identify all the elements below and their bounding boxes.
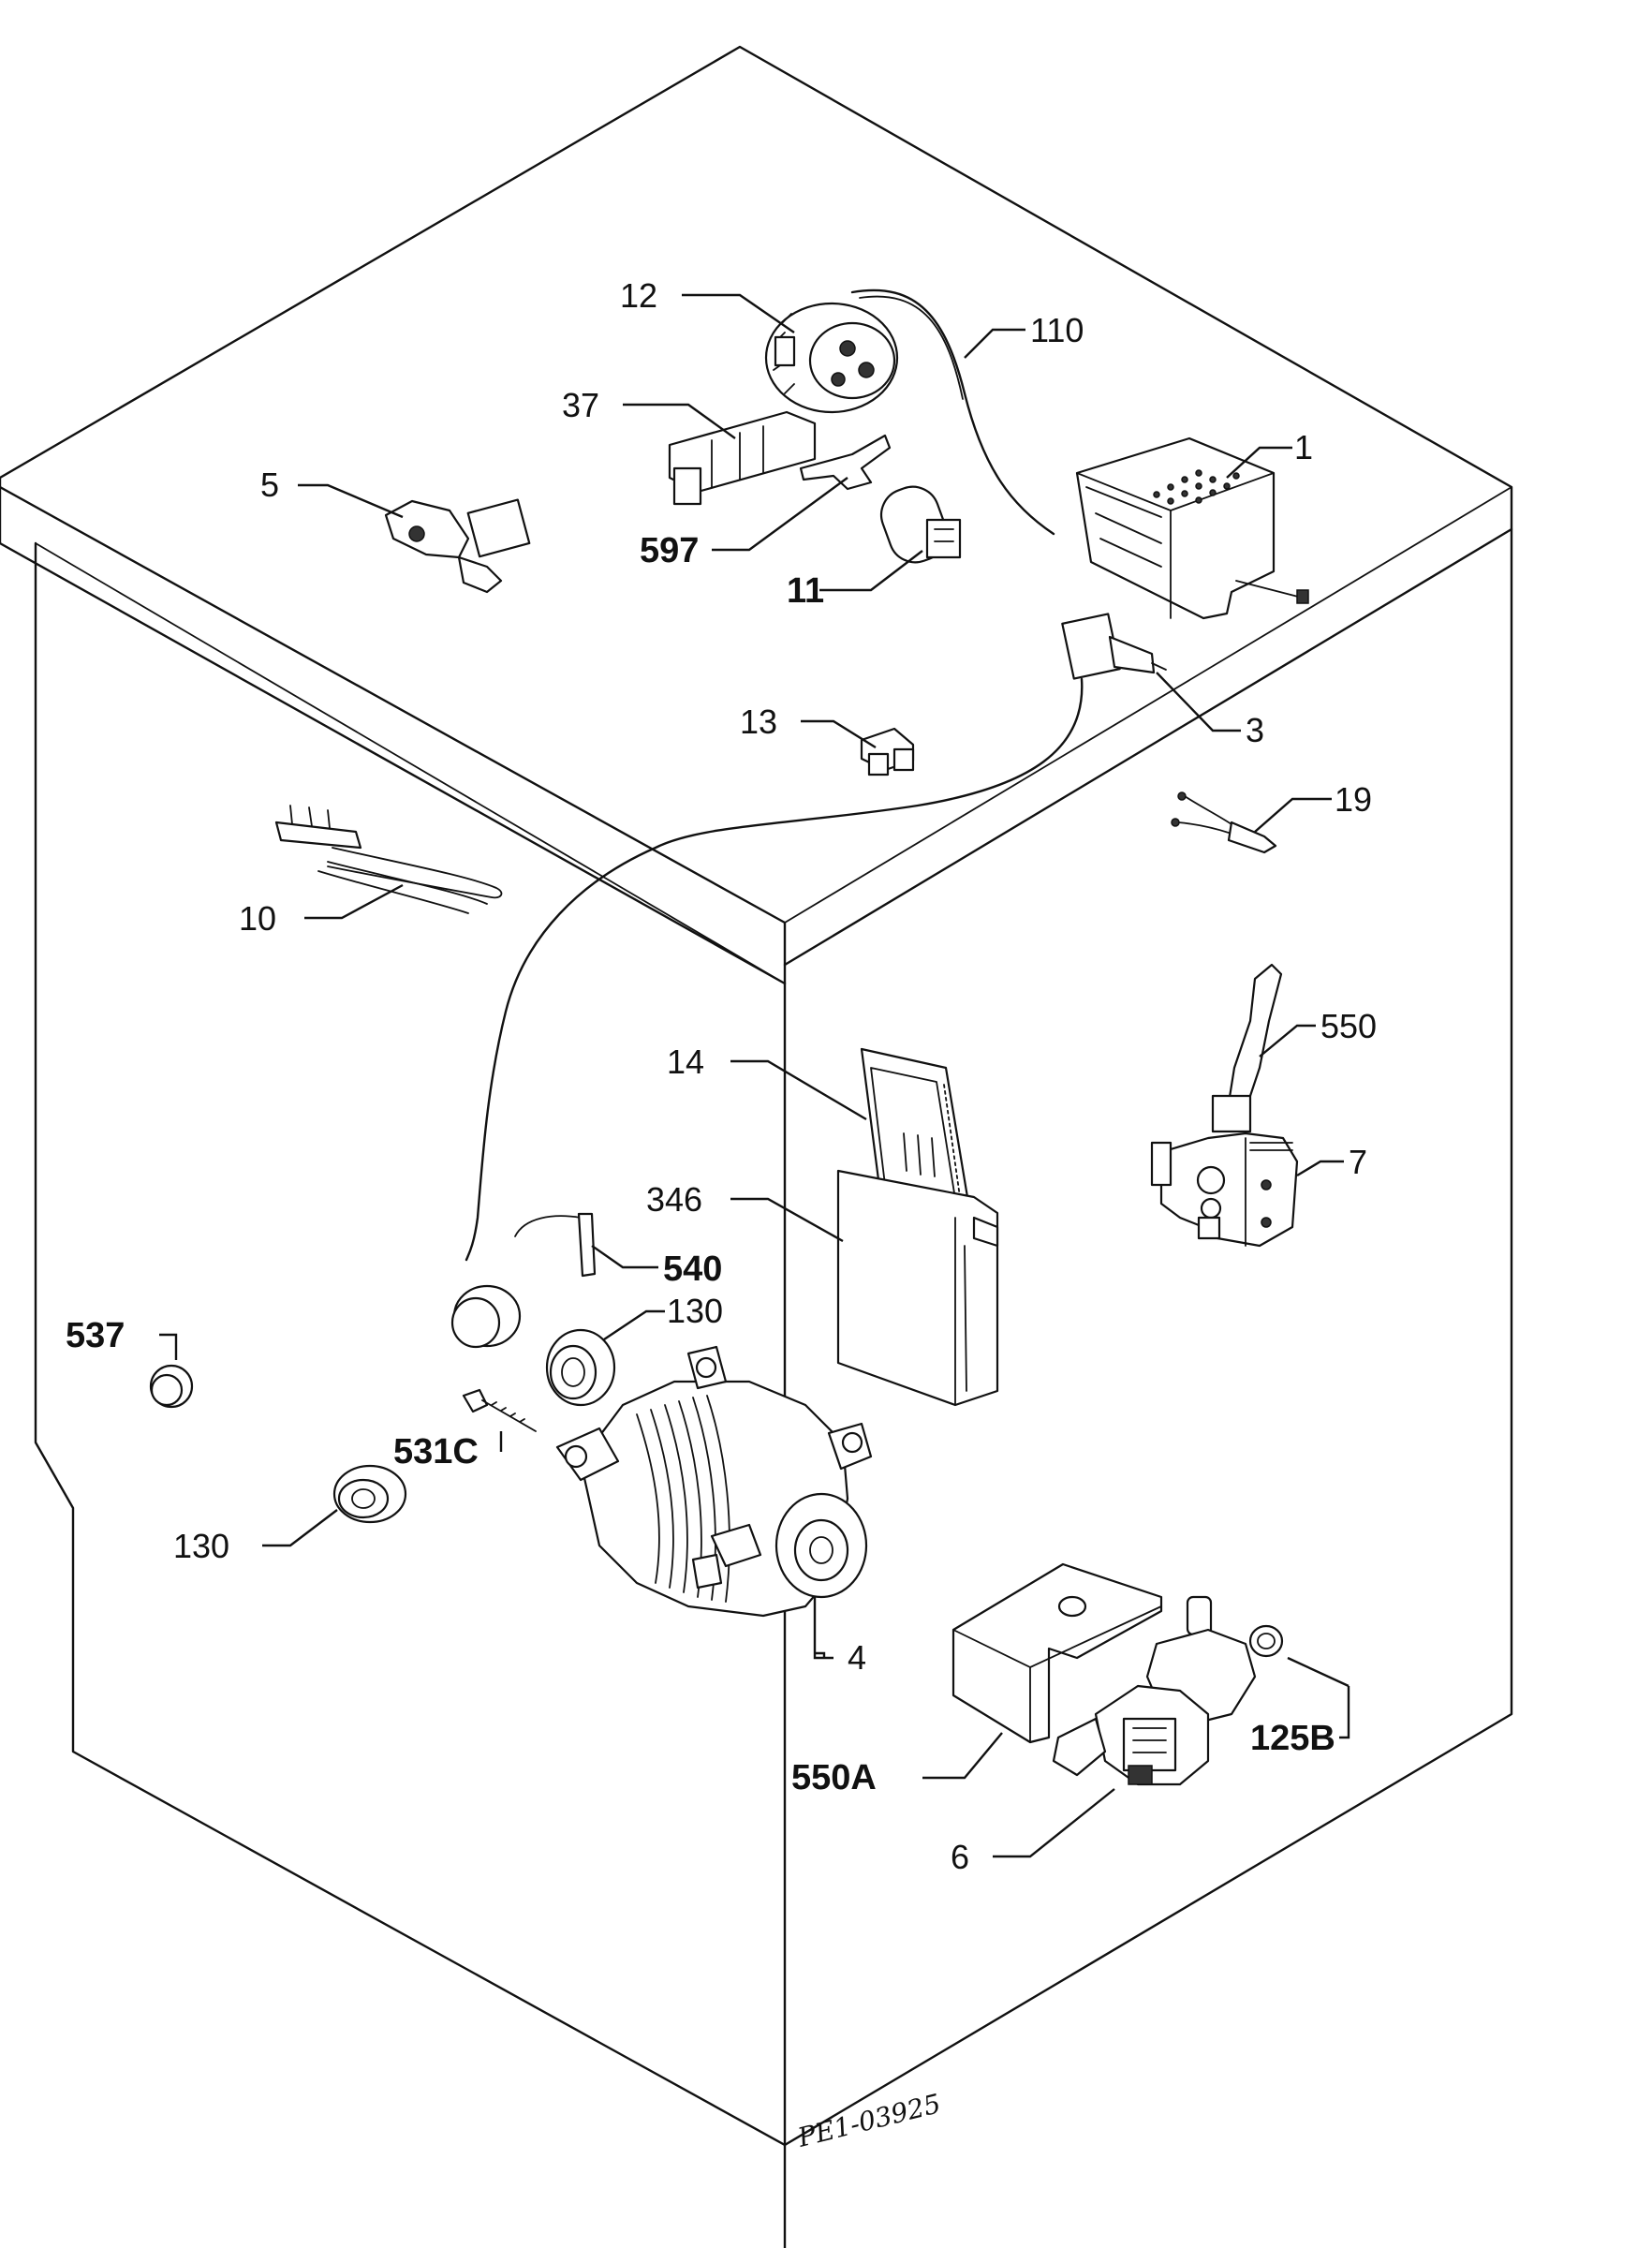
label-10: 10	[239, 899, 276, 938]
wiring-harness	[465, 677, 1084, 1262]
label-537: 537	[66, 1316, 125, 1355]
label-540: 540	[663, 1250, 722, 1289]
label-6: 6	[951, 1838, 969, 1876]
part-7-door-lock	[1150, 1131, 1299, 1248]
label-14: 14	[667, 1043, 704, 1081]
part-12-selector-switch	[764, 302, 899, 414]
part-3-door-switch	[1061, 613, 1167, 680]
part-346-dispenser-housing	[836, 1169, 999, 1407]
part-4-motor	[555, 1345, 873, 1618]
label-4: 4	[848, 1638, 866, 1677]
label-130-lower: 130	[173, 1527, 229, 1565]
part-597-bracket	[799, 434, 892, 491]
part-110-hose	[850, 288, 1055, 536]
wire-grommet	[450, 1284, 522, 1349]
label-5: 5	[260, 466, 279, 504]
label-110: 110	[1030, 311, 1084, 349]
label-11: 11	[787, 571, 824, 611]
label-3: 3	[1246, 711, 1264, 749]
drawing-reference: PE1-03925	[794, 2088, 944, 2153]
label-13: 13	[740, 702, 777, 741]
part-13-connector	[860, 727, 915, 776]
part-531c-screw	[462, 1388, 537, 1432]
part-540-clip	[514, 1212, 597, 1278]
label-37: 37	[562, 386, 599, 424]
label-550a: 550A	[791, 1758, 877, 1797]
label-346: 346	[646, 1180, 702, 1219]
label-19: 19	[1335, 780, 1372, 819]
label-7: 7	[1349, 1143, 1367, 1181]
part-125b-seal-ring	[1248, 1624, 1284, 1658]
label-125b: 125B	[1250, 1719, 1335, 1758]
label-130-upper: 130	[667, 1292, 723, 1330]
part-10-heating-element	[274, 805, 503, 914]
part-130-bearing-upper	[545, 1328, 616, 1407]
label-597: 597	[640, 531, 699, 570]
part-1-programmer-module	[1075, 436, 1309, 620]
callout-labels: 12 110 37 5 1 597 11 3 13 19 10 550 7 14…	[66, 276, 1377, 1876]
label-1: 1	[1294, 428, 1313, 466]
part-550-lever	[1211, 963, 1283, 1133]
part-5-water-valve	[384, 498, 531, 594]
part-6-drain-pump	[1052, 1595, 1257, 1786]
part-11-capacitor	[879, 485, 962, 564]
cabinet-outline	[0, 45, 1513, 2248]
label-12: 12	[620, 276, 657, 315]
label-531c: 531C	[393, 1432, 479, 1472]
part-550a-cover	[951, 1562, 1163, 1744]
part-19-temperature-sensor	[1171, 791, 1277, 854]
label-550: 550	[1320, 1007, 1377, 1045]
leader-lines	[159, 293, 1350, 1858]
part-130-bearing-lower	[332, 1464, 407, 1524]
part-537-plug	[149, 1364, 194, 1409]
part-37-terminal-block	[668, 410, 817, 506]
